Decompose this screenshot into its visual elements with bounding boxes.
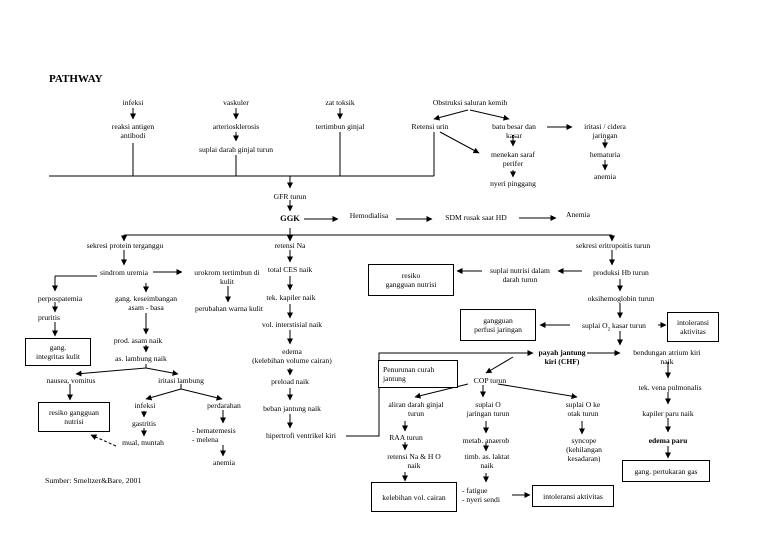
node-hemodialisa: Hemodialisa — [349, 211, 389, 220]
node-obstruksi: Obstruksi saluran kemih — [432, 98, 508, 107]
node-as-lambung: as. lambung naik — [115, 354, 167, 363]
node-tek-kapiler: tek. kapiler naik — [266, 293, 316, 302]
box-penurunan-curah: Penurunan curah jantung — [378, 360, 458, 388]
node-suplai-o2-kasar: suplai O2 kasar turun — [568, 321, 660, 335]
node-retensi-na: retensi Na — [274, 241, 306, 250]
suplai-o2-kasar-prefix: suplai O — [582, 321, 608, 330]
node-edema-paru: edema paru — [648, 436, 688, 445]
node-retensi-na-h2o: retensi Na & H O naik — [387, 452, 441, 470]
node-urokrom: urokrom tertimbun di kulit — [194, 268, 260, 286]
node-tertimbun-ginjal: tertimbun ginjal — [315, 122, 365, 131]
node-cop-turun: COP turun — [473, 376, 507, 385]
box-resiko-gangguan-nutrisi: resiko gangguan nutrisi — [38, 402, 110, 432]
node-anemia-hd: Anemia — [565, 210, 591, 219]
node-suplai-o2-otak: suplai O ke otak turun — [565, 400, 601, 418]
box-gangguan-perfusi: gangguan perfusi jaringan — [460, 309, 536, 341]
source-citation: Sumber: Smeltzer&Bare, 2001 — [45, 476, 142, 485]
node-iritasi-cidera: iritasi / cidera jaringan — [584, 122, 626, 140]
node-ggk: GGK — [280, 213, 300, 223]
node-anemia-top: anemia — [594, 172, 616, 181]
node-bendungan: bendungan atrium kiri naik — [633, 348, 701, 366]
node-nausea: nausea, vomitus — [46, 376, 96, 385]
node-tek-vena: tek. vena pulmonalis — [638, 383, 702, 392]
node-kapiler-paru: kapiler paru naik — [642, 409, 694, 418]
box-gang-pertukaran: gang. pertukaran gas — [622, 460, 710, 482]
node-sindrom-uremia: sindrom uremia — [100, 268, 148, 277]
node-perdarahan: perdarahan — [207, 401, 241, 410]
node-iritasi-lambung: iritasi lambung — [158, 376, 204, 385]
suplai-o2-kasar-suffix: kasar turun — [610, 321, 646, 330]
node-perpospatemia: perpospatemia — [37, 294, 83, 303]
box-resiko-nutrisi: resiko gangguan nutrisi — [368, 264, 454, 296]
node-retensi-urin: Retensi urin — [411, 122, 449, 131]
node-suplai-o2-jaringan: suplai O jaringan turun — [466, 400, 510, 418]
box-intoleransi-bottom: intoleransi aktivitas — [532, 485, 614, 507]
node-vol-interstisial: vol. interstisial naik — [261, 320, 323, 329]
box-intoleransi-top: intoleransi aktivitas — [667, 312, 719, 342]
box-kelebihan-vol: kelebihan vol. cairan — [371, 482, 457, 512]
node-pruritis: pruritis — [38, 313, 60, 322]
node-edema: edema (kelebihan volume cairan) — [252, 347, 332, 365]
node-zat-toksik: zat toksik — [325, 98, 355, 107]
node-raa-turun: RAA turun — [389, 433, 423, 442]
node-vaskuler: vaskuler — [223, 98, 249, 107]
node-timb-laktat: timb. as. laktat naik — [464, 452, 510, 470]
node-suplai-darah-ginjal: suplai darah ginjal turun — [198, 145, 274, 154]
node-total-ces: total CES naik — [267, 265, 313, 274]
node-beban-jantung: beban jantung naik — [263, 404, 321, 413]
o2-subscript: 2 — [607, 327, 611, 333]
node-hematuria: hematuria — [589, 150, 621, 159]
node-metab-anaerob: metab. anaerob — [462, 436, 510, 445]
node-gfr-turun: GFR turun — [273, 192, 307, 201]
node-gang-keseimbangan: gang. keseimbangan asam - basa — [115, 294, 177, 312]
node-infeksi-2: infeksi — [134, 401, 156, 410]
node-anemia-bottom: anemia — [213, 458, 235, 467]
node-arteriosklerosis: arteriosklerosis — [212, 122, 260, 131]
node-batu-besar: batu besar dan kasar — [492, 122, 536, 140]
node-mual-muntah: mual, muntah — [122, 438, 164, 447]
node-aliran-darah: aliran darah ginjal turun — [388, 400, 444, 418]
node-perubahan-warna: perubahan warna kulit — [195, 304, 263, 313]
node-infeksi: infeksi — [122, 98, 144, 107]
node-nyeri-pinggang: nyeri pinggang — [490, 179, 536, 188]
node-oksihemoglobin: oksihemoglobin turun — [587, 294, 655, 303]
node-sekresi-protein: sekresi protein terganggu — [86, 241, 164, 250]
node-suplai-nutrisi: suplai nutrisi dalam darah turun — [490, 266, 550, 284]
page-title: PATHWAY — [49, 73, 103, 85]
node-hipertrofi: hipertrofi ventrikel kiri — [265, 431, 336, 440]
node-hematemesis: - hematemesis - melena — [192, 426, 236, 444]
node-syncope: syncope (kehilangan kesadaran) — [566, 436, 602, 463]
node-gastritis: gastritis — [131, 419, 157, 428]
node-prod-asam: prod. asam naik — [113, 336, 163, 345]
box-gang-integritas: gang. integritas kulit — [25, 338, 91, 366]
node-produksi-hb: produksi Hb turun — [593, 268, 649, 277]
node-fatigue: - fatigue - nyeri sendi — [462, 486, 500, 504]
node-sdm-rusak: SDM rusak saat HD — [445, 213, 507, 222]
node-preload: preload naik — [271, 377, 309, 386]
node-payah-jantung: payah jantung kiri (CHF) — [538, 348, 586, 366]
node-menekan-saraf: menekan saraf perifer — [490, 150, 536, 168]
node-sekresi-eritropoitis: sekresi eritropoitis turun — [575, 241, 651, 250]
node-reaksi-antigen: reaksi antigen antibodi — [111, 122, 155, 140]
